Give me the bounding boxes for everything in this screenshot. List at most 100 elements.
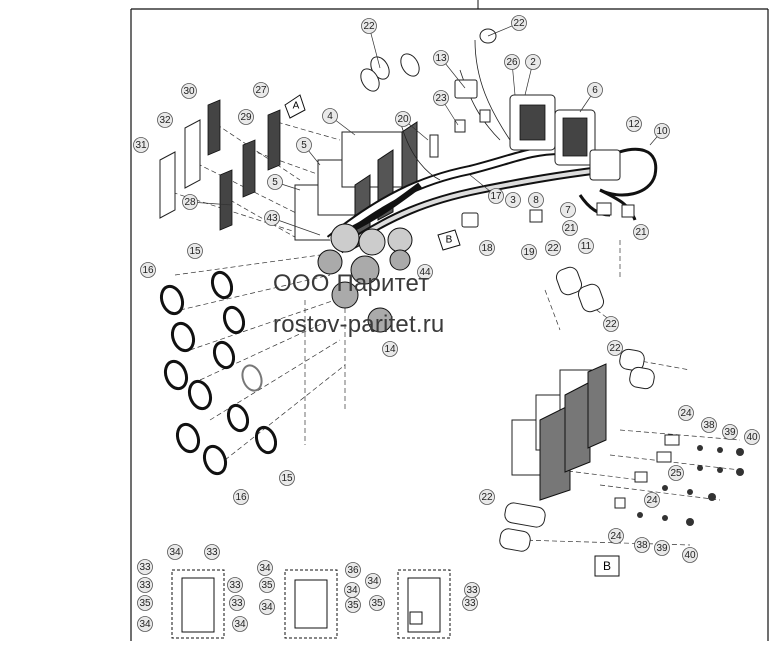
callout-number: 31 bbox=[135, 140, 147, 151]
callout-circle bbox=[345, 562, 361, 578]
callout-circle bbox=[181, 83, 197, 99]
callout-circle bbox=[137, 559, 153, 575]
callout-number: 32 bbox=[159, 115, 171, 126]
callout-number: 39 bbox=[656, 543, 668, 554]
callout-8: 8 bbox=[528, 192, 544, 208]
callout-32: 32 bbox=[157, 112, 173, 128]
callout-35: 35 bbox=[137, 595, 153, 611]
callout-39: 39 bbox=[654, 540, 670, 556]
callout-number: 22 bbox=[363, 21, 375, 32]
callout-circle bbox=[227, 577, 243, 593]
callout-circle bbox=[167, 544, 183, 560]
callout-circle bbox=[701, 417, 717, 433]
callout-number: 22 bbox=[547, 243, 559, 254]
callout-circle bbox=[634, 537, 650, 553]
callout-36: 36 bbox=[345, 562, 361, 578]
callout-34: 34 bbox=[344, 582, 360, 598]
callout-circle bbox=[133, 137, 149, 153]
callout-circle bbox=[654, 540, 670, 556]
view-label-b-box: B bbox=[594, 555, 620, 577]
callout-40: 40 bbox=[744, 429, 760, 445]
callout-22: 22 bbox=[479, 489, 495, 505]
callout-number: 22 bbox=[609, 343, 621, 354]
callout-circle bbox=[578, 238, 594, 254]
callout-circle bbox=[253, 82, 269, 98]
callout-number: 35 bbox=[139, 598, 151, 609]
callout-24: 24 bbox=[644, 492, 660, 508]
callout-number: 7 bbox=[565, 205, 571, 216]
callout-number: 36 bbox=[347, 565, 359, 576]
callout-circle bbox=[182, 194, 198, 210]
callout-circle bbox=[267, 174, 283, 190]
callout-circle bbox=[395, 111, 411, 127]
callout-6: 6 bbox=[587, 82, 603, 98]
callout-34: 34 bbox=[259, 599, 275, 615]
callout-33: 33 bbox=[137, 577, 153, 593]
callout-4: 4 bbox=[322, 108, 338, 124]
callout-34: 34 bbox=[257, 560, 273, 576]
callout-29: 29 bbox=[238, 109, 254, 125]
callout-31: 31 bbox=[133, 137, 149, 153]
callout-number: 44 bbox=[419, 267, 431, 278]
callout-circle bbox=[560, 202, 576, 218]
watermark-url: rostov-paritet.ru bbox=[273, 311, 445, 338]
callout-number: 33 bbox=[206, 547, 218, 558]
callout-33: 33 bbox=[204, 544, 220, 560]
callout-circle bbox=[668, 465, 684, 481]
callout-21: 21 bbox=[633, 224, 649, 240]
callout-number: 20 bbox=[397, 114, 409, 125]
callout-number: 43 bbox=[266, 213, 278, 224]
callout-number: 27 bbox=[255, 85, 267, 96]
callout-number: 34 bbox=[259, 563, 271, 574]
watermark-company: ООО Паритет bbox=[273, 270, 430, 297]
callout-number: 33 bbox=[231, 598, 243, 609]
callout-circle bbox=[505, 192, 521, 208]
callout-22: 22 bbox=[545, 240, 561, 256]
callout-35: 35 bbox=[259, 577, 275, 593]
callout-number: 28 bbox=[184, 197, 196, 208]
callout-number: 38 bbox=[703, 420, 715, 431]
callout-circle bbox=[464, 582, 480, 598]
callout-circle bbox=[137, 577, 153, 593]
gasket-plates bbox=[159, 99, 281, 231]
callout-circle bbox=[608, 528, 624, 544]
callout-number: 24 bbox=[680, 408, 692, 419]
callout-38: 38 bbox=[634, 537, 650, 553]
callout-16: 16 bbox=[233, 489, 249, 505]
callout-circle bbox=[587, 82, 603, 98]
callout-19: 19 bbox=[521, 244, 537, 260]
callout-33: 33 bbox=[462, 595, 478, 611]
callout-5: 5 bbox=[267, 174, 283, 190]
callout-number: 34 bbox=[367, 576, 379, 587]
boot-caps-right bbox=[461, 202, 655, 552]
callout-number: 35 bbox=[371, 598, 383, 609]
callout-circle bbox=[722, 424, 738, 440]
callout-circle bbox=[521, 244, 537, 260]
callout-34: 34 bbox=[167, 544, 183, 560]
callout-number: 21 bbox=[635, 227, 647, 238]
callout-11: 11 bbox=[578, 238, 594, 254]
callout-number: 21 bbox=[564, 223, 576, 234]
callout-number: 8 bbox=[533, 195, 539, 206]
callout-21: 21 bbox=[562, 220, 578, 236]
callout-14: 14 bbox=[382, 341, 398, 357]
callout-number: 22 bbox=[605, 319, 617, 330]
callout-number: 15 bbox=[281, 473, 293, 484]
callout-22: 22 bbox=[361, 18, 377, 34]
callout-circle bbox=[137, 616, 153, 632]
callout-35: 35 bbox=[369, 595, 385, 611]
callout-24: 24 bbox=[608, 528, 624, 544]
bottom-connector-details bbox=[171, 569, 451, 639]
callout-number: 34 bbox=[139, 619, 151, 630]
callout-circle bbox=[369, 595, 385, 611]
callout-number: 33 bbox=[229, 580, 241, 591]
callout-33: 33 bbox=[229, 595, 245, 611]
callout-circle bbox=[382, 341, 398, 357]
callout-circle bbox=[279, 470, 295, 486]
callout-circle bbox=[157, 112, 173, 128]
callout-27: 27 bbox=[253, 82, 269, 98]
callout-3: 3 bbox=[505, 192, 521, 208]
callout-34: 34 bbox=[137, 616, 153, 632]
callout-number: 33 bbox=[466, 585, 478, 596]
